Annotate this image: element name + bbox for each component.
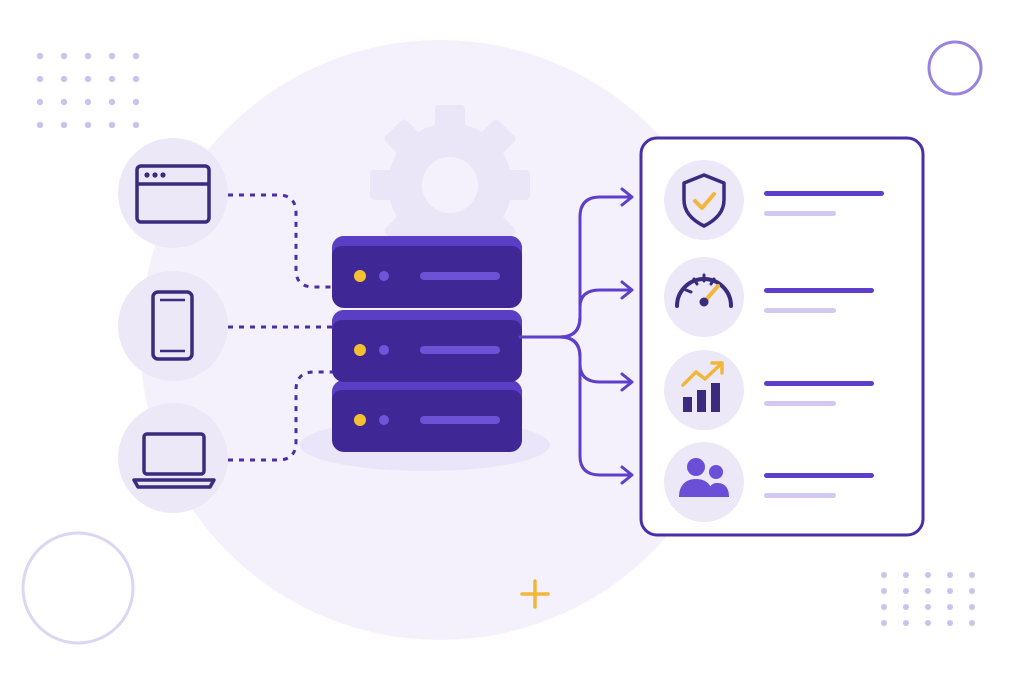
decor-dot (947, 604, 953, 610)
decor-dot (132, 98, 140, 106)
server-unit (332, 236, 522, 308)
decor-dot (132, 121, 140, 129)
smartphone-icon (151, 290, 194, 361)
ring-bottom-left (21, 531, 135, 645)
dot-grid-bottom-right (881, 572, 975, 626)
decor-dot (84, 121, 92, 129)
server-stack-icon (300, 236, 550, 471)
decor-dot (881, 604, 887, 610)
status-led (379, 415, 389, 425)
decor-dot (132, 52, 140, 60)
decor-dot (925, 572, 931, 578)
dot-grid-top-left (36, 52, 140, 129)
decor-dot (132, 75, 140, 83)
decor-dot (925, 620, 931, 626)
status-led (379, 271, 389, 281)
plus-icon (520, 579, 550, 609)
client-laptop (118, 403, 228, 513)
client-browser (118, 138, 228, 248)
status-led (379, 345, 389, 355)
title-bar (764, 381, 874, 386)
shield-check-icon (682, 173, 726, 228)
decor-dot (881, 572, 887, 578)
decor-dot (903, 588, 909, 594)
decor-dot (108, 52, 116, 60)
users-icon (679, 458, 729, 497)
decor-dot (969, 604, 975, 610)
speedometer-icon (675, 273, 733, 308)
title-bar (764, 473, 874, 478)
client-phone (118, 271, 228, 381)
decor-dot (903, 572, 909, 578)
decor-dot (84, 52, 92, 60)
connector-browser (228, 193, 336, 289)
decor-dot (925, 604, 931, 610)
panel-item (664, 160, 884, 240)
arrow-to-users (558, 335, 632, 477)
status-led (354, 270, 366, 282)
decor-dot (84, 75, 92, 83)
decor-dot (969, 588, 975, 594)
decor-dot (36, 52, 44, 60)
icon-circle (664, 257, 744, 337)
subtitle-bar (764, 211, 836, 216)
title-bar (764, 191, 884, 196)
decor-dot (84, 98, 92, 106)
decor-dot (36, 75, 44, 83)
decor-dot (947, 620, 953, 626)
decor-dot (947, 588, 953, 594)
ring-top-right (927, 40, 983, 96)
server-slot (420, 416, 500, 424)
decor-dot (108, 75, 116, 83)
laptop-icon (132, 432, 216, 489)
client-connectors (228, 193, 336, 462)
server-unit (332, 380, 522, 452)
decor-dot (881, 620, 887, 626)
decor-dot (969, 572, 975, 578)
decor-dot (925, 588, 931, 594)
subtitle-bar (764, 308, 836, 313)
subtitle-bar (764, 401, 836, 406)
panel-item (664, 257, 874, 337)
decor-dot (881, 588, 887, 594)
browser-window-icon (135, 164, 211, 224)
growth-chart-icon (681, 361, 724, 412)
decor-dot (60, 98, 68, 106)
decor-dot (60, 75, 68, 83)
decor-dot (60, 121, 68, 129)
features-panel (639, 136, 925, 537)
status-led (354, 344, 366, 356)
decor-dot (108, 98, 116, 106)
decor-dot (903, 620, 909, 626)
status-led (354, 414, 366, 426)
output-arrows (518, 187, 634, 485)
arrow-to-performance (558, 288, 632, 339)
decor-dot (947, 572, 953, 578)
decor-dot (60, 52, 68, 60)
server-slot (420, 272, 500, 280)
connector-laptop (228, 370, 336, 462)
decor-dot (903, 604, 909, 610)
decor-dot (969, 620, 975, 626)
decor-dot (36, 98, 44, 106)
decor-dot (108, 121, 116, 129)
icon-circle (664, 160, 744, 240)
server-unit (332, 310, 522, 382)
subtitle-bar (764, 493, 836, 498)
decor-dot (36, 121, 44, 129)
server-slot (420, 346, 500, 354)
title-bar (764, 288, 874, 293)
